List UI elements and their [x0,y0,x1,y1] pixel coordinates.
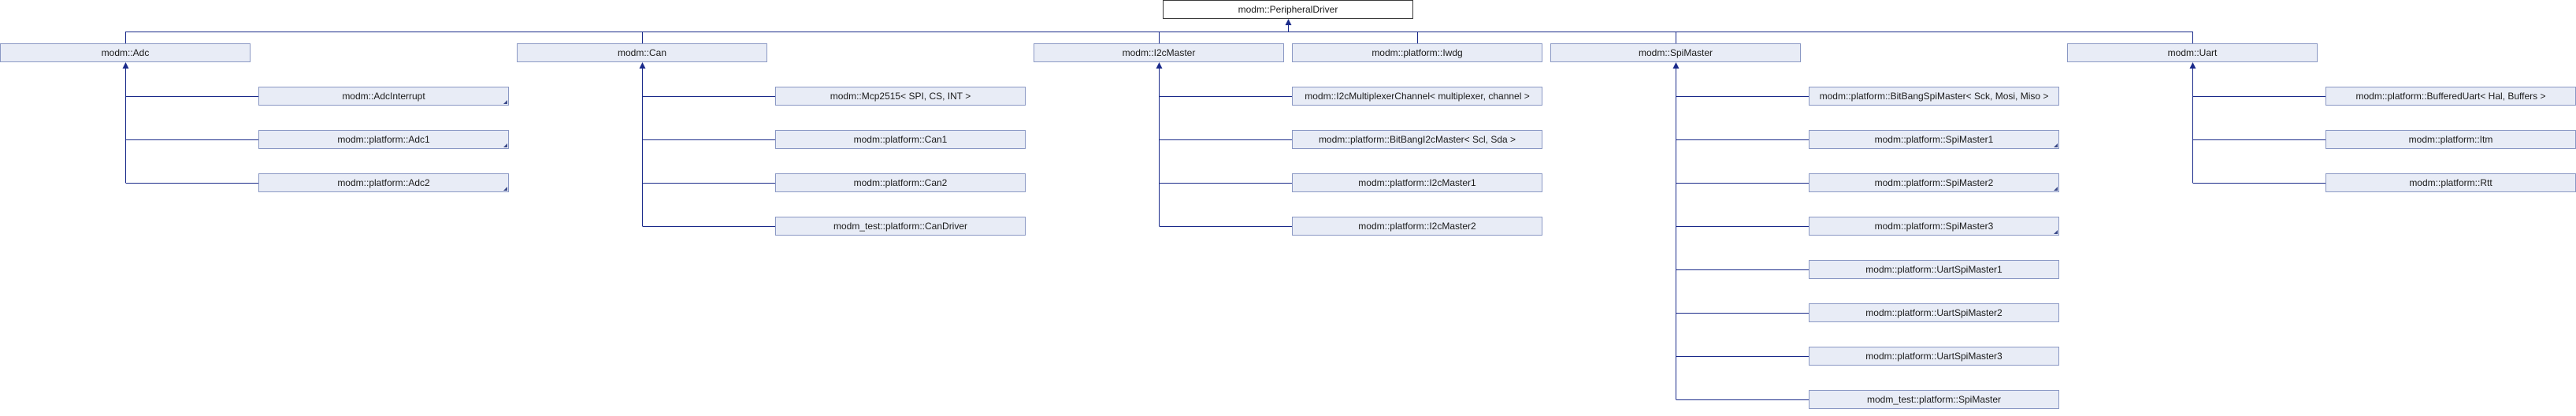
inheritance-arrow [1285,19,1292,25]
node-uart[interactable]: modm::Uart [2067,43,2318,62]
node-buffered-uart[interactable]: modm::platform::BufferedUart< Hal, Buffe… [2325,87,2576,106]
node-bitbang-i2c-master[interactable]: modm::platform::BitBangI2cMaster< Scl, S… [1292,130,1542,149]
node-spi-master1[interactable]: modm::platform::SpiMaster1 [1809,130,2059,149]
node-spi-master[interactable]: modm::SpiMaster [1550,43,1801,62]
node-adc1[interactable]: modm::platform::Adc1 [258,130,509,149]
node-i2c-master2[interactable]: modm::platform::I2cMaster2 [1292,217,1542,236]
node-adc-interrupt[interactable]: modm::AdcInterrupt [258,87,509,106]
node-i2c-master[interactable]: modm::I2cMaster [1034,43,1284,62]
inheritance-arrow [122,62,129,69]
node-can1[interactable]: modm::platform::Can1 [775,130,1026,149]
node-i2c-master1[interactable]: modm::platform::I2cMaster1 [1292,173,1542,192]
node-can[interactable]: modm::Can [517,43,767,62]
node-mcp2515[interactable]: modm::Mcp2515< SPI, CS, INT > [775,87,1026,106]
node-peripheral-driver[interactable]: modm::PeripheralDriver [1163,0,1413,19]
node-itm[interactable]: modm::platform::Itm [2325,130,2576,149]
inheritance-arrow [1156,62,1163,69]
node-uart-spi-master2[interactable]: modm::platform::UartSpiMaster2 [1809,303,2059,322]
node-test-spi-master[interactable]: modm_test::platform::SpiMaster [1809,390,2059,409]
node-iwdg[interactable]: modm::platform::Iwdg [1292,43,1542,62]
node-spi-master3[interactable]: modm::platform::SpiMaster3 [1809,217,2059,236]
node-i2c-multiplexer-channel[interactable]: modm::I2cMultiplexerChannel< multiplexer… [1292,87,1542,106]
inheritance-arrow [1672,62,1680,69]
node-adc2[interactable]: modm::platform::Adc2 [258,173,509,192]
node-uart-spi-master3[interactable]: modm::platform::UartSpiMaster3 [1809,347,2059,366]
node-uart-spi-master1[interactable]: modm::platform::UartSpiMaster1 [1809,260,2059,279]
inheritance-arrow [2189,62,2196,69]
inheritance-arrow [639,62,646,69]
node-test-can-driver[interactable]: modm_test::platform::CanDriver [775,217,1026,236]
node-adc[interactable]: modm::Adc [0,43,251,62]
node-bitbang-spi-master[interactable]: modm::platform::BitBangSpiMaster< Sck, M… [1809,87,2059,106]
node-rtt[interactable]: modm::platform::Rtt [2325,173,2576,192]
node-spi-master2[interactable]: modm::platform::SpiMaster2 [1809,173,2059,192]
node-can2[interactable]: modm::platform::Can2 [775,173,1026,192]
